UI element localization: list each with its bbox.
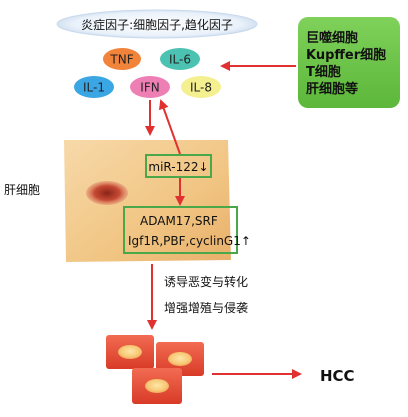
cytokine-tnf-label: TNF [109, 53, 133, 67]
targets-line2: Igf1R,PBF,cyclinG1↑ [128, 234, 251, 248]
tumor-cell [106, 335, 154, 369]
effect-proliferation-invasion: 增强增殖与侵袭 [164, 300, 248, 315]
source-cells-box: 巨噬细胞 Kupffer细胞 T细胞 肝细胞等 [298, 17, 400, 108]
cytokine-il8-label: IL-8 [190, 81, 212, 95]
hcc-label: HCC [320, 367, 355, 385]
tumor-cell [156, 342, 204, 376]
cytokine-ifn-label: IFN [140, 81, 159, 95]
cytokine-il6: IL-6 [160, 48, 200, 70]
cytokine-cluster: TNF IL-6 IL-1 IFN IL-8 [74, 48, 221, 98]
cytokine-il6-label: IL-6 [169, 53, 191, 67]
effect-malignant-transformation: 诱导恶变与转化 [164, 274, 248, 289]
targets-line1: ADAM17,SRF [140, 214, 218, 228]
hepatocyte-cell [64, 140, 231, 262]
source-cell-kupffer: Kupffer细胞 [306, 47, 386, 63]
hepatocyte-nucleus [86, 181, 128, 205]
source-cell-hepatocyte: 肝细胞等 [306, 81, 358, 97]
inflammatory-factors-label: 炎症因子:细胞因子,趋化因子 [81, 17, 233, 32]
cytokine-il1: IL-1 [74, 76, 114, 98]
source-cell-macrophage: 巨噬细胞 [306, 30, 358, 46]
cytokine-ifn: IFN [130, 76, 170, 98]
tumor-cell [132, 368, 182, 404]
cytokine-il8: IL-8 [181, 76, 221, 98]
mirna-to-ifn-arrow [158, 99, 181, 155]
cytokine-tnf: TNF [103, 48, 141, 70]
tumor-cell-cluster [106, 335, 204, 404]
cytokine-il1-label: IL-1 [83, 81, 105, 95]
mirna-label: miR-122↓ [148, 160, 208, 174]
hepatocyte-label: 肝细胞 [4, 183, 40, 197]
mirna-box: miR-122↓ [145, 154, 212, 178]
inflammatory-factors-banner: 炎症因子:细胞因子,趋化因子 [56, 9, 258, 39]
targets-box: ADAM17,SRF Igf1R,PBF,cyclinG1↑ [123, 206, 251, 254]
source-cell-t-cell: T细胞 [306, 64, 341, 80]
